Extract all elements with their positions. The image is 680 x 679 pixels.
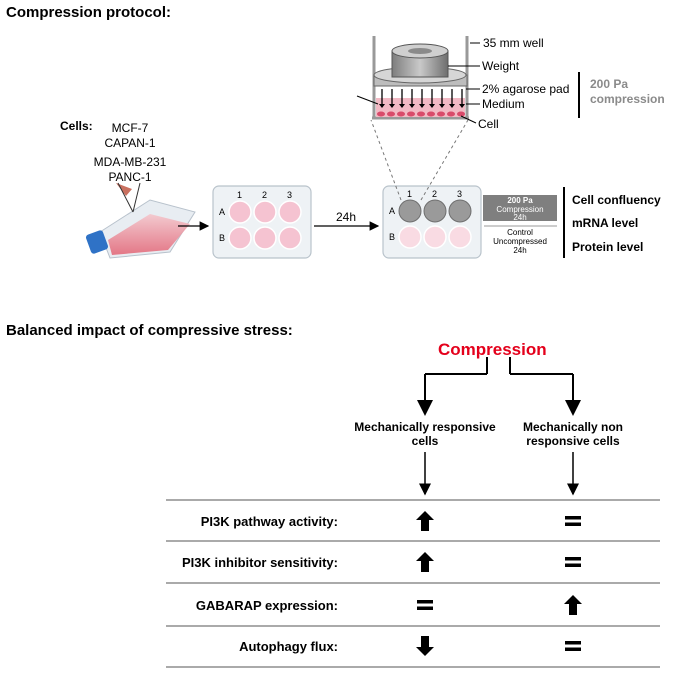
- readout-mrna: mRNA level: [572, 216, 639, 230]
- row-label-gabarap: GABARAP expression:: [195, 598, 338, 613]
- plate1-row-b: B: [219, 233, 226, 243]
- cell-autophagy-responsive: [414, 635, 436, 657]
- plate2-col-3: 3: [457, 189, 463, 199]
- compression-well-icon: [356, 36, 480, 124]
- up-symbol-icon: [416, 552, 434, 572]
- branch-non-responsive: Mechanically non responsive cells: [522, 420, 624, 448]
- culture-flask-icon: [85, 182, 196, 259]
- cell-pi3k-sensitivity-nonresponsive: [562, 551, 584, 573]
- compression-box-line1: 200 Pa: [507, 196, 533, 205]
- readout-protein: Protein level: [572, 240, 644, 254]
- cell-line-capan1: CAPAN-1: [104, 136, 156, 150]
- compression-root-label: Compression: [438, 340, 547, 359]
- incubation-time-label: 24h: [336, 210, 357, 224]
- cell-line-mcf7: MCF-7: [111, 121, 149, 135]
- plate2-row-b: B: [389, 232, 396, 242]
- protocol-title: Compression protocol:: [6, 4, 172, 21]
- cell-label: Cell: [478, 117, 499, 131]
- pressure-note-value: 200 Pa: [590, 77, 629, 91]
- cell-line-mdamb231: MDA-MB-231: [93, 155, 167, 169]
- pressure-note-unit: compression: [590, 92, 665, 106]
- plate2-col-1: 1: [407, 189, 413, 199]
- cell-pi3k-activity-responsive: [414, 510, 436, 532]
- plate2-row-a: A: [389, 206, 396, 216]
- equal-symbol-icon: [565, 516, 581, 526]
- row-label-autophagy: Autophagy flux:: [239, 639, 338, 654]
- cell-pi3k-sensitivity-responsive: [414, 551, 436, 573]
- six-well-plate-before: [212, 185, 312, 259]
- plate1-col-2: 2: [262, 190, 268, 200]
- down-symbol-icon: [416, 636, 434, 656]
- control-box-line3: 24h: [513, 246, 527, 255]
- row-label-pi3k-sensitivity: PI3K inhibitor sensitivity:: [181, 555, 338, 570]
- plate1-row-a: A: [219, 207, 226, 217]
- readout-confluency: Cell confluency: [572, 193, 661, 207]
- branch-responsive: Mechanically responsive cells: [354, 420, 496, 448]
- compression-box-line3: 24h: [513, 213, 527, 222]
- plate1-col-1: 1: [237, 190, 243, 200]
- plate1-col-3: 3: [287, 190, 293, 200]
- row-label-pi3k-activity: PI3K pathway activity:: [200, 514, 338, 529]
- cell-line-panc1: PANC-1: [108, 170, 152, 184]
- equal-symbol-icon: [565, 557, 581, 567]
- control-box-line1: Control: [507, 228, 533, 237]
- cell-gabarap-responsive: [414, 594, 436, 616]
- plate2-col-2: 2: [432, 189, 438, 199]
- up-symbol-icon: [416, 511, 434, 531]
- equal-symbol-icon: [417, 600, 433, 610]
- compression-box-line2: Compression: [496, 205, 544, 214]
- control-box-line2: Uncompressed: [493, 237, 547, 246]
- medium-label: Medium: [482, 97, 525, 111]
- weight-label: Weight: [482, 59, 520, 73]
- cell-autophagy-nonresponsive: [562, 635, 584, 657]
- equal-symbol-icon: [565, 641, 581, 651]
- six-well-plate-after: [382, 185, 482, 259]
- well-label: 35 mm well: [483, 36, 544, 50]
- agarose-label: 2% agarose pad: [482, 82, 570, 96]
- impact-title: Balanced impact of compressive stress:: [6, 322, 293, 339]
- cell-pi3k-activity-nonresponsive: [562, 510, 584, 532]
- cell-gabarap-nonresponsive: [562, 594, 584, 616]
- cells-label: Cells:: [60, 119, 93, 133]
- up-symbol-icon: [564, 595, 582, 615]
